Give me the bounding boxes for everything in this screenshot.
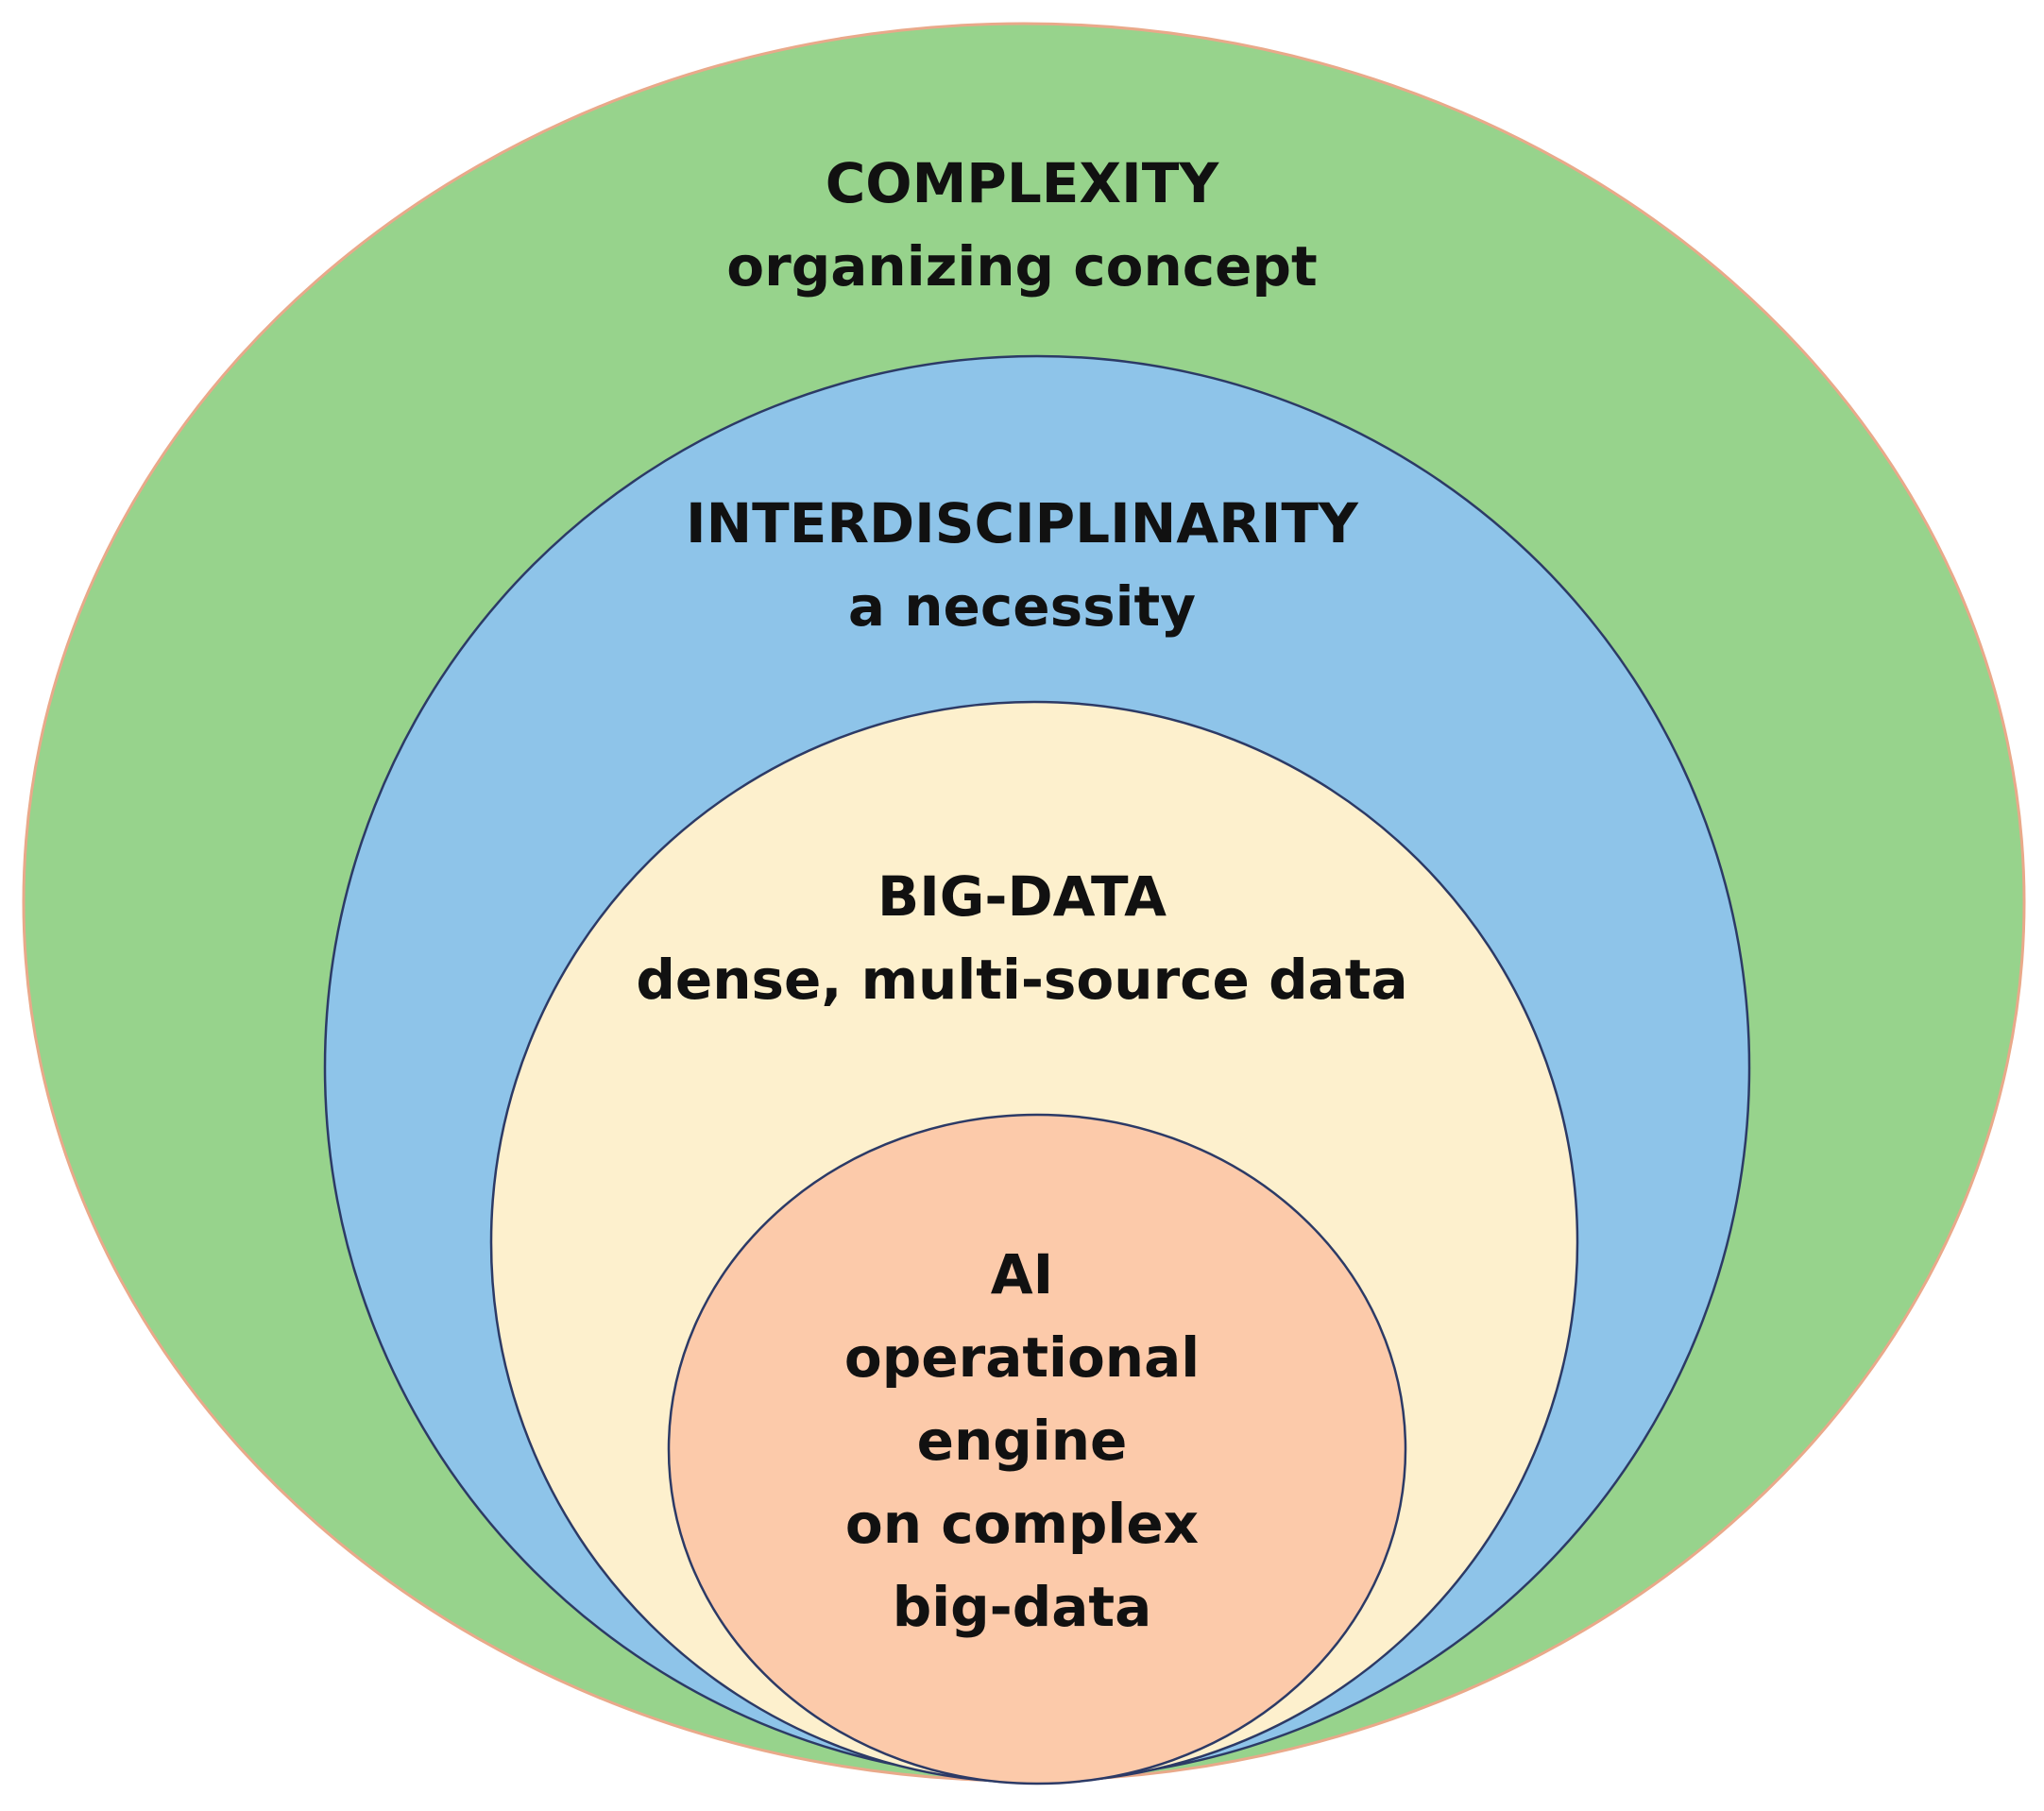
bigdata-subtitle: dense, multi-source data — [636, 948, 1408, 1012]
ai-line-3: on complex — [844, 1492, 1200, 1556]
interdisciplinarity-title: INTERDISCIPLINARITY — [686, 491, 1358, 555]
complexity-label: COMPLEXITY organizing concept — [0, 142, 2044, 308]
complexity-subtitle: organizing concept — [726, 234, 1318, 299]
complexity-title: COMPLEXITY — [825, 151, 1219, 215]
bigdata-title: BIG-DATA — [877, 864, 1167, 929]
interdisciplinarity-subtitle: a necessity — [847, 574, 1197, 639]
ai-label: AI operational engine on complex big-dat… — [0, 1233, 2044, 1649]
ai-title: AI — [990, 1242, 1054, 1307]
interdisciplinarity-label: INTERDISCIPLINARITY a necessity — [0, 482, 2044, 648]
ai-ellipse — [667, 1113, 1407, 1785]
ai-line-1: operational — [843, 1325, 1201, 1390]
ai-line-4: big-data — [892, 1575, 1152, 1639]
ai-line-2: engine — [916, 1409, 1128, 1473]
bigdata-label: BIG-DATA dense, multi-source data — [0, 855, 2044, 1021]
